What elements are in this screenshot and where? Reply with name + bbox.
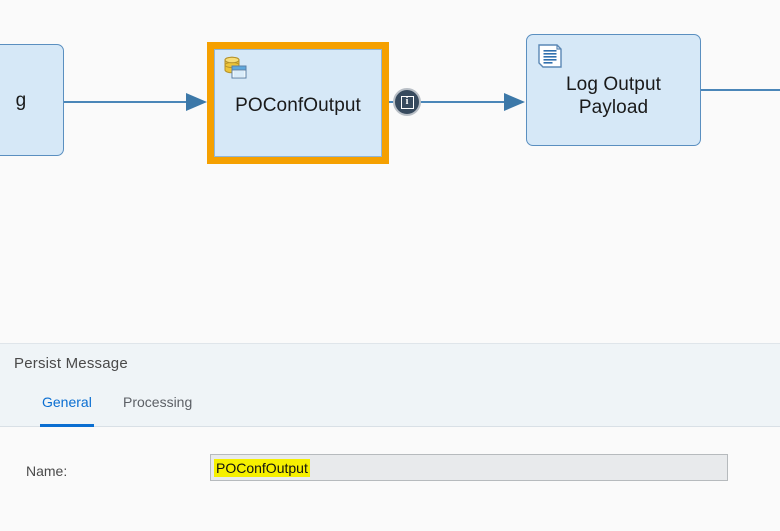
name-field-label: Name: [26, 463, 68, 479]
properties-panel: Persist Message General Processing Name:… [0, 343, 780, 531]
info-badge-glyph: i [400, 95, 414, 109]
flow-node-poconfoutput[interactable]: POConfOutput [207, 42, 389, 164]
tab-processing[interactable]: Processing [123, 394, 193, 410]
tab-general[interactable]: General [40, 394, 94, 427]
general-tab-form: Name: POConfOutput [0, 427, 780, 531]
document-log-icon [535, 42, 565, 72]
panel-tab-bar: General Processing [0, 394, 780, 427]
info-badge[interactable]: i [393, 88, 421, 116]
database-window-icon [221, 54, 251, 84]
flow-node-previous[interactable]: g [0, 44, 64, 156]
log-label-line1: Log Output [565, 74, 662, 95]
name-input-value: POConfOutput [214, 458, 310, 477]
name-input[interactable]: POConfOutput [210, 454, 728, 481]
flow-node-previous-label: g [15, 89, 27, 111]
flow-canvas[interactable]: g POConfOutput i [0, 0, 780, 343]
log-label-line2: Payload [578, 97, 649, 118]
panel-title: Persist Message [14, 355, 128, 372]
